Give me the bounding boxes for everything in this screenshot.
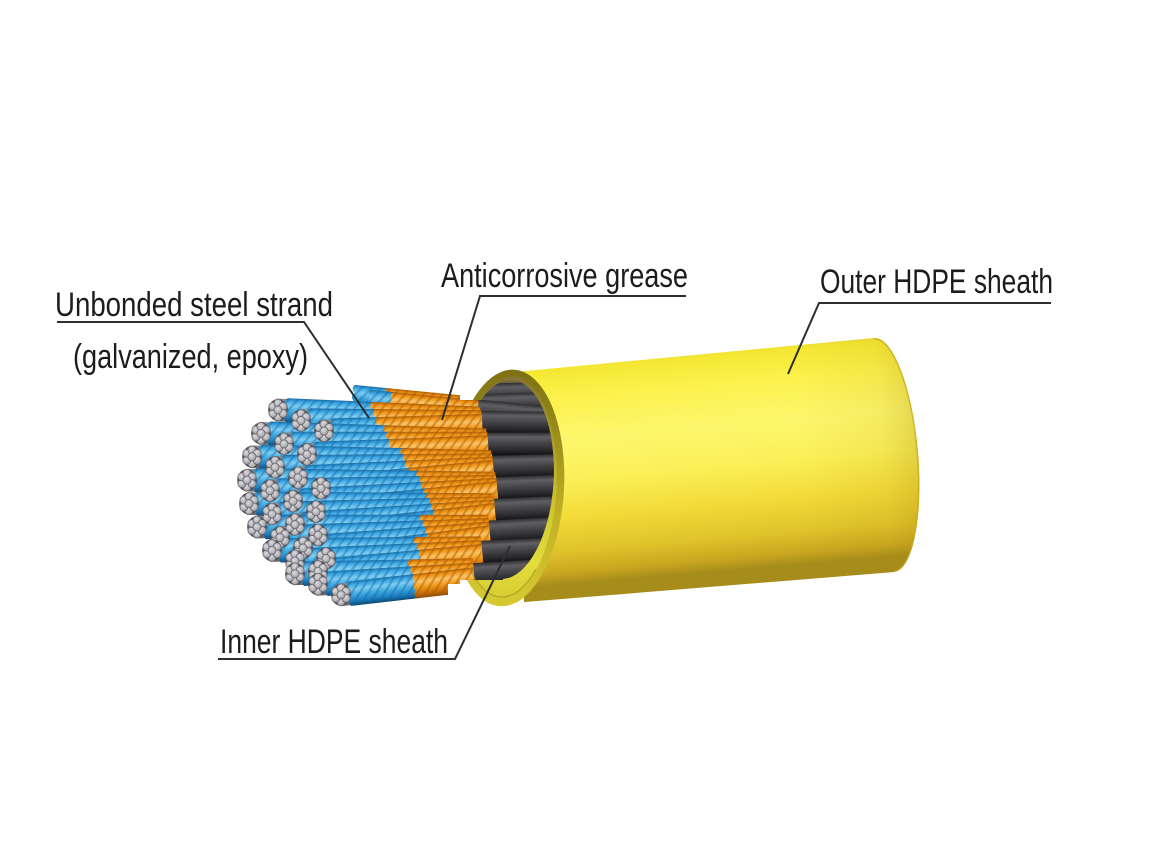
svg-text:Unbonded steel strand: Unbonded steel strand: [55, 286, 333, 324]
svg-text:Inner HDPE sheath: Inner HDPE sheath: [220, 623, 448, 661]
svg-text:Anticorrosive grease: Anticorrosive grease: [441, 257, 688, 295]
svg-text:Outer HDPE sheath: Outer HDPE sheath: [820, 263, 1053, 301]
svg-text:(galvanized, epoxy): (galvanized, epoxy): [73, 338, 308, 376]
